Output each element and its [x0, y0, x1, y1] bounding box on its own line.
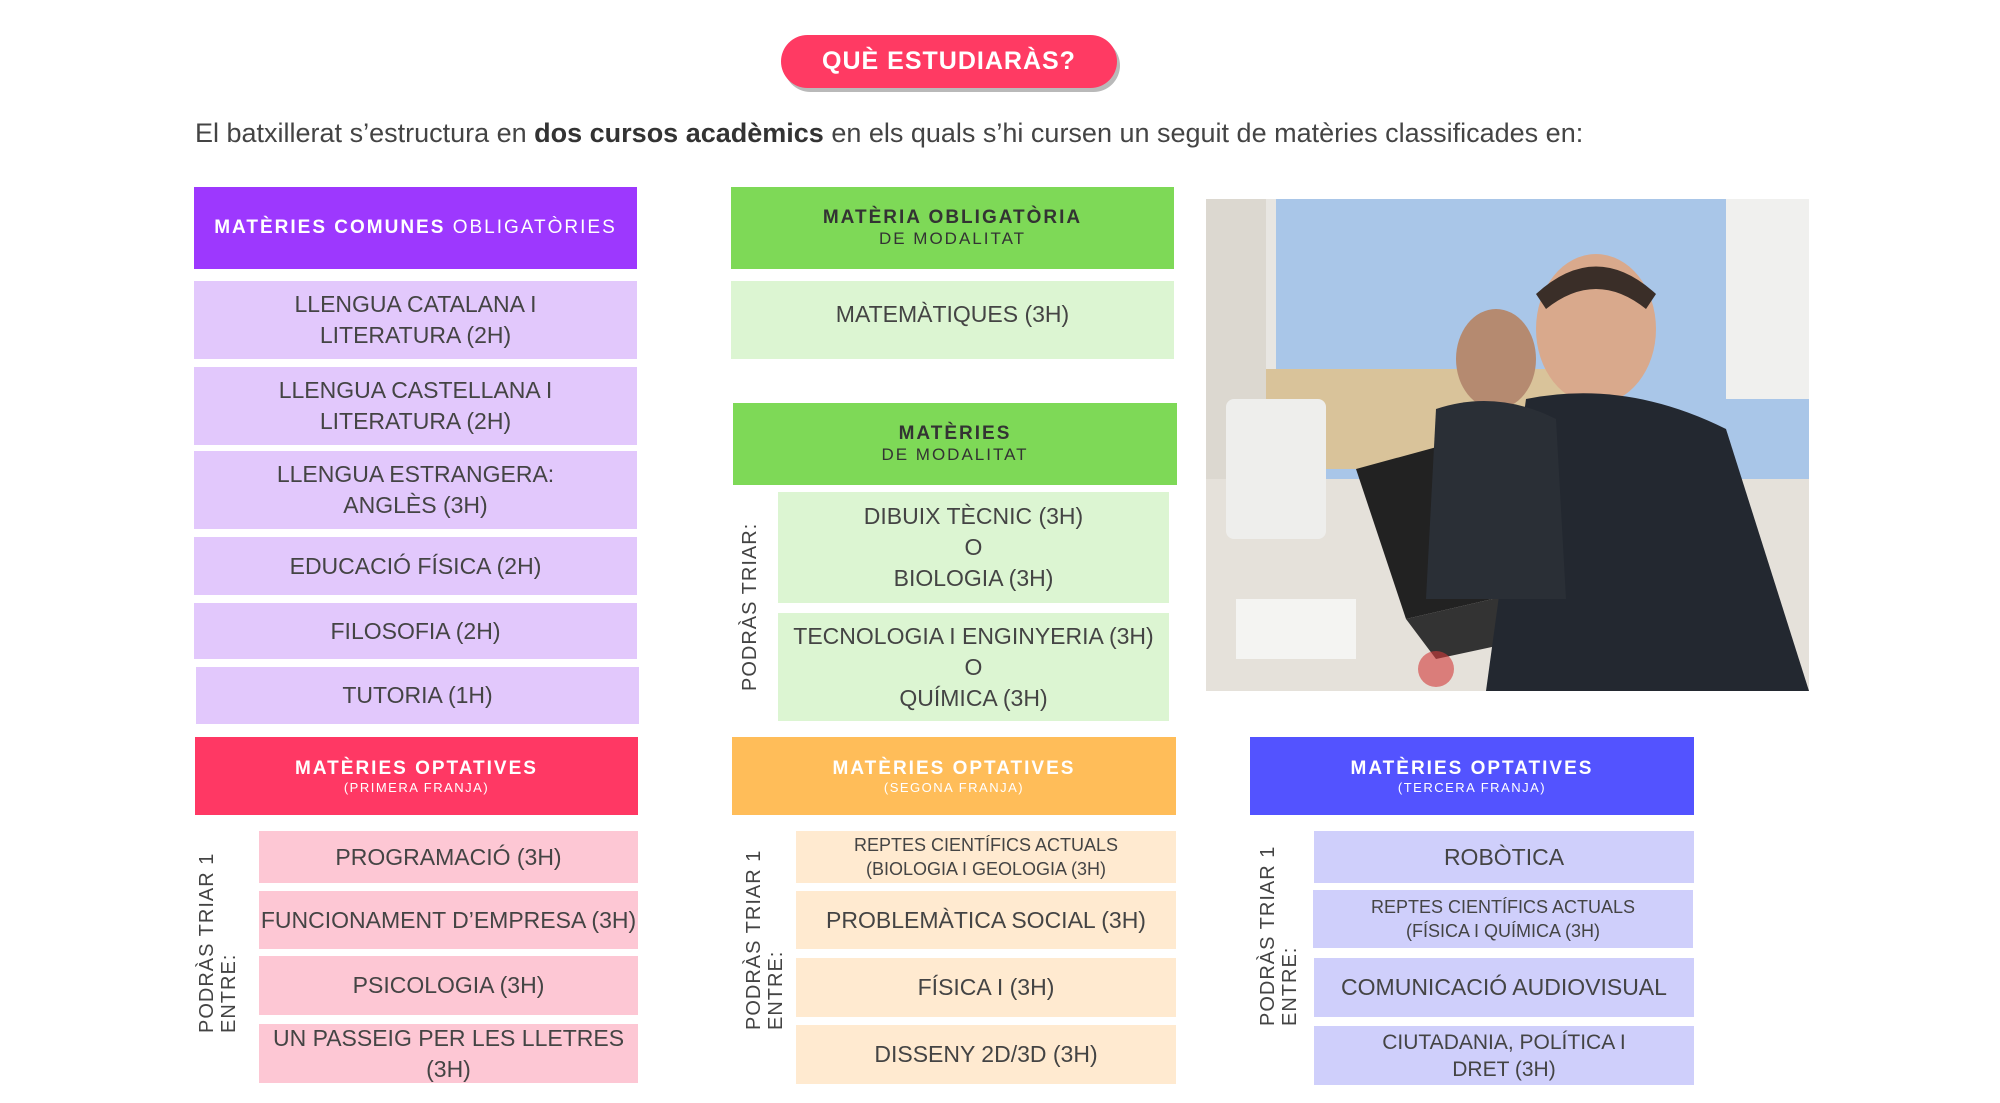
- item-text-line: DRET (3H): [1452, 1057, 1556, 1081]
- item-text-line: ANGLÈS (3H): [343, 492, 488, 518]
- subject-item: PROGRAMACIÓ (3H): [259, 831, 638, 883]
- item-text-line: PODRÀS TRIAR 1: [196, 852, 218, 1033]
- subject-item: COMUNICACIÓ AUDIOVISUAL: [1314, 958, 1694, 1017]
- subject-item: TUTORIA (1H): [196, 667, 639, 724]
- item-text-line: LITERATURA (2H): [319, 408, 512, 434]
- obligatoria-modalitat-header: MATÈRIA OBLIGATÒRIA DE MODALITAT: [731, 187, 1174, 269]
- item-text-line: (FÍSICA I QUÍMICA (3H): [1405, 921, 1601, 941]
- subject-item: UN PASSEIG PER LES LLETRES (3H): [259, 1024, 638, 1083]
- item-text-line: LLENGUA ESTRANGERA:: [276, 461, 555, 487]
- subject-item: PROBLEMÀTICA SOCIAL (3H): [796, 891, 1176, 949]
- header-title: MATÈRIES OPTATIVES: [832, 757, 1076, 779]
- item-text-line: BIOLOGIA (3H): [893, 565, 1054, 591]
- subject-item: FILOSOFIA (2H): [194, 603, 637, 659]
- item-text-line: O: [964, 534, 983, 560]
- item-text-line: O: [964, 653, 983, 680]
- header-title: MATÈRIES OPTATIVES: [295, 757, 538, 779]
- item-text-line: PODRÀS TRIAR 1: [743, 849, 765, 1030]
- comunes-subtitle: OBLIGATÒRIES: [452, 217, 617, 238]
- item-text-line: LITERATURA (2H): [319, 322, 512, 348]
- header-subtitle: DE MODALITAT: [878, 229, 1027, 248]
- item-text-line: TECNOLOGIA I ENGINYERIA (3H): [793, 622, 1154, 649]
- subject-item: REPTES CIENTÍFICS ACTUALS (BIOLOGIA I GEO…: [796, 831, 1176, 883]
- optatives-2-header: MATÈRIES OPTATIVES (SEGONA FRANJA): [732, 737, 1176, 815]
- subject-item: DISSENY 2D/3D (3H): [796, 1025, 1176, 1084]
- subject-item: PSICOLOGIA (3H): [259, 956, 638, 1015]
- subject-item: EDUCACIÓ FÍSICA (2H): [194, 537, 637, 595]
- item-text-line: QUÍMICA (3H): [899, 684, 1048, 711]
- item-text-line: DIBUIX TÈCNIC (3H): [863, 503, 1084, 529]
- item-text-line: ENTRE:: [765, 950, 787, 1030]
- item-text-line: REPTES CIENTÍFICS ACTUALS: [853, 835, 1119, 855]
- item-text-line: (BIOLOGIA I GEOLOGIA (3H): [865, 859, 1107, 879]
- header-title: MATÈRIES: [898, 423, 1012, 444]
- subject-item: LLENGUA CATALANA I LITERATURA (2H): [194, 281, 637, 359]
- choose-label: PODRÀS TRIAR:: [739, 522, 761, 691]
- modalitat-header: MATÈRIES DE MODALITAT: [733, 403, 1177, 485]
- que-estudiaras-button[interactable]: QUÈ ESTUDIARÀS?: [781, 35, 1117, 88]
- header-title: MATÈRIES OPTATIVES: [1350, 757, 1594, 779]
- item-text-line: PODRÀS TRIAR 1: [1257, 845, 1279, 1026]
- item-text-line: LLENGUA CASTELLANA I: [278, 377, 553, 403]
- subject-item: REPTES CIENTÍFICS ACTUALS (FÍSICA I QUÍMI…: [1313, 890, 1693, 948]
- subject-item: LLENGUA CASTELLANA I LITERATURA (2H): [194, 367, 637, 445]
- item-text-line: LLENGUA CATALANA I: [294, 291, 537, 317]
- photo-illustration: [1206, 199, 1809, 691]
- subject-item: MATEMÀTIQUES (3H): [731, 281, 1174, 359]
- subject-option: TECNOLOGIA I ENGINYERIA (3H) O QUÍMICA (3H…: [778, 613, 1169, 721]
- subject-item: ROBÒTICA: [1314, 831, 1694, 883]
- item-text-line: CIUTADANIA, POLÍTICA I: [1382, 1030, 1626, 1054]
- students-photo: [1206, 199, 1809, 691]
- header-subtitle: (SEGONA FRANJA): [883, 779, 1025, 795]
- subject-option: DIBUIX TÈCNIC (3H) O BIOLOGIA (3H): [778, 492, 1169, 603]
- subject-item: FUNCIONAMENT D’EMPRESA (3H): [259, 891, 638, 949]
- header-subtitle: (PRIMERA FRANJA): [343, 779, 490, 795]
- optatives-3-header: MATÈRIES OPTATIVES (TERCERA FRANJA): [1250, 737, 1694, 815]
- comunes-header: MATÈRIES COMUNES OBLIGATÒRIES: [194, 187, 637, 269]
- item-text-line: ENTRE:: [218, 953, 240, 1033]
- subject-item: FÍSICA I (3H): [796, 958, 1176, 1017]
- subject-item: LLENGUA ESTRANGERA: ANGLÈS (3H): [194, 451, 637, 529]
- item-text-line: ENTRE:: [1279, 946, 1301, 1026]
- optatives-1-header: MATÈRIES OPTATIVES (PRIMERA FRANJA): [195, 737, 638, 815]
- intro-text: El batxillerat s’estructura en dos curso…: [195, 118, 1583, 149]
- intro-bold: dos cursos acadèmics: [534, 118, 824, 148]
- header-subtitle: (TERCERA FRANJA): [1397, 779, 1547, 795]
- item-text-line: REPTES CIENTÍFICS ACTUALS: [1370, 897, 1636, 917]
- comunes-title: MATÈRIES COMUNES: [214, 217, 446, 238]
- intro-before: El batxillerat s’estructura en: [195, 118, 535, 148]
- subject-item: CIUTADANIA, POLÍTICA I DRET (3H): [1314, 1026, 1694, 1085]
- intro-after: en els quals s’hi cursen un seguit de ma…: [823, 118, 1584, 148]
- header-title: MATÈRIA OBLIGATÒRIA: [822, 207, 1083, 228]
- header-subtitle: DE MODALITAT: [881, 445, 1029, 464]
